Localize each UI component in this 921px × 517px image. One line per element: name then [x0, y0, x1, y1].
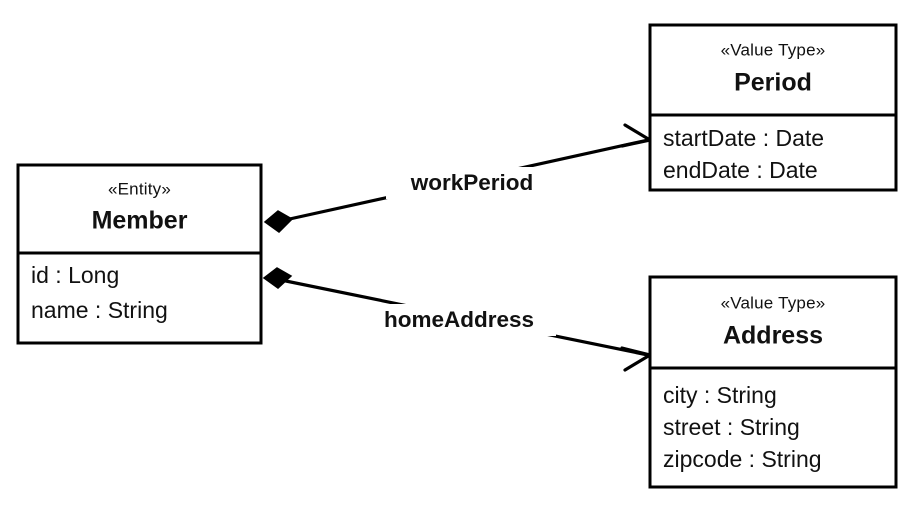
open-arrow-icon-work-period	[620, 123, 655, 148]
composition-diamond-icon-home-address	[262, 267, 293, 289]
class-attribute-period-1: endDate : Date	[663, 157, 818, 183]
class-name-period: Period	[734, 69, 812, 97]
class-attribute-member-0: id : Long	[31, 262, 119, 288]
class-box-address[interactable]: «Value Type» Address city : String stree…	[648, 275, 898, 489]
composition-diamond-icon-work-period	[263, 210, 294, 233]
class-box-period[interactable]: «Value Type» Period startDate : Date end…	[648, 23, 898, 192]
class-attribute-period-0: startDate : Date	[663, 125, 824, 151]
class-stereotype-member: «Entity»	[108, 179, 171, 198]
association-label-backdrop-home-address	[362, 304, 556, 336]
class-attribute-address-0: city : String	[663, 382, 777, 408]
association-label-home-address: homeAddress	[384, 307, 534, 332]
class-name-member: Member	[92, 207, 188, 235]
class-stereotype-address: «Value Type»	[721, 293, 826, 312]
association-label-backdrop-work-period	[386, 167, 558, 199]
class-box-outline-period	[648, 23, 898, 192]
class-box-member[interactable]: «Entity» Member id : Long name : String	[16, 163, 263, 345]
association-label-work-period: workPeriod	[410, 170, 534, 195]
class-attribute-member-1: name : String	[31, 297, 168, 323]
class-attribute-address-1: street : String	[663, 414, 800, 440]
class-stereotype-period: «Value Type»	[721, 40, 826, 59]
class-name-address: Address	[723, 322, 823, 350]
association-work-period[interactable]: workPeriod	[263, 123, 655, 233]
class-attribute-address-2: zipcode : String	[663, 446, 822, 472]
class-box-outline-address	[648, 275, 898, 489]
association-home-address[interactable]: homeAddress	[262, 267, 655, 372]
